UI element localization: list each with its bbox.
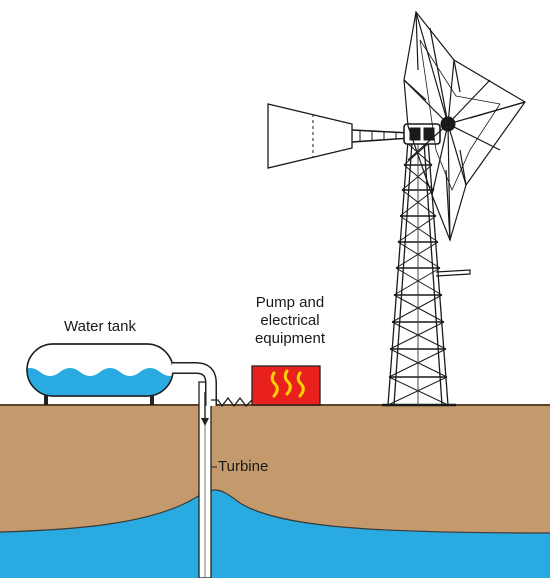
pump-label-line-2: electrical bbox=[260, 312, 320, 329]
pump-equipment-label: Pump and electrical equipment bbox=[238, 294, 342, 348]
groundwater bbox=[0, 489, 550, 578]
tank-leg-right bbox=[150, 393, 154, 405]
tank-leg-left bbox=[44, 393, 48, 405]
pipe-inner bbox=[172, 363, 216, 406]
tank-pipe bbox=[172, 362, 217, 426]
aquifer-surface bbox=[0, 489, 550, 534]
electrical-cable bbox=[211, 396, 253, 408]
turbine-label: Turbine bbox=[218, 458, 269, 475]
windmill-tower bbox=[382, 135, 471, 407]
tank-water bbox=[27, 368, 173, 396]
pump-label-line-3: equipment bbox=[254, 330, 326, 347]
tower-cross-bracing bbox=[387, 141, 449, 406]
pump-label-line-1: Pump and bbox=[255, 294, 325, 311]
aquifer bbox=[0, 490, 550, 578]
flow-arrow-head bbox=[201, 418, 209, 426]
windmill-rotor bbox=[403, 10, 526, 242]
heat-wave-icon bbox=[270, 369, 305, 398]
water-tank bbox=[26, 343, 174, 405]
tower-platform-arm bbox=[435, 269, 471, 277]
windmill-tail-vane bbox=[267, 103, 411, 169]
water-tank-label: Water tank bbox=[64, 318, 136, 335]
pump-box bbox=[251, 365, 321, 406]
